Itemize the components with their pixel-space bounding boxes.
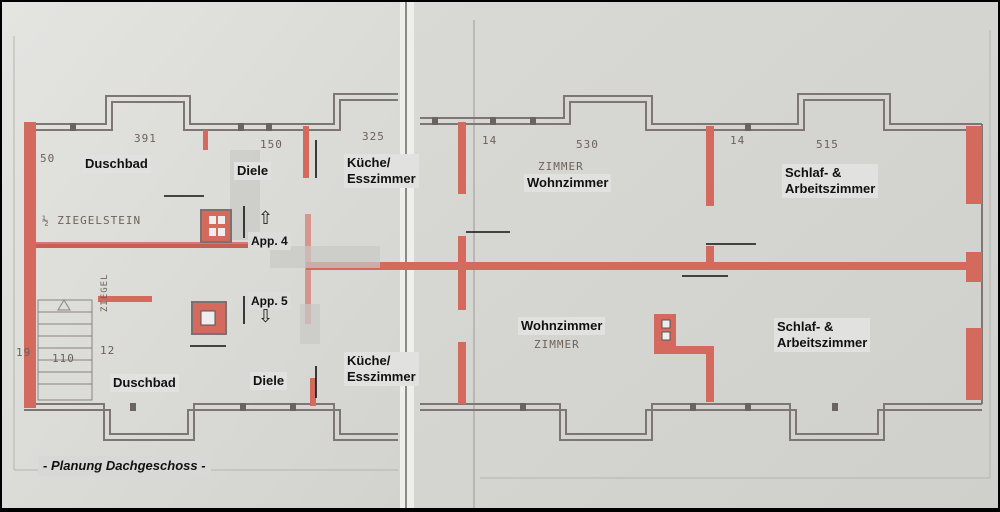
room-label-diele-top: Diele (234, 162, 272, 180)
room-label-wohnzimmer-top: Wohnzimmer (524, 174, 612, 192)
room-label-wohnzimmer-bottom: Wohnzimmer (518, 317, 606, 335)
dim-515: 515 (816, 138, 839, 151)
dim-14a: 14 (482, 134, 498, 147)
room-label-kueche-top: Küche/ Esszimmer (344, 154, 419, 188)
room-label-kueche-bottom: Küche/ Esszimmer (344, 352, 419, 386)
ziegelstein-note: ½ ZIEGELSTEIN (42, 214, 142, 227)
chimneys-left (191, 209, 671, 341)
room-label-schlaf-top: Schlaf- & Arbeitszimmer (782, 164, 879, 198)
room-label-duschbad-bottom: Duschbad (110, 374, 179, 392)
dim-50: 50 (40, 152, 56, 165)
dim-391: 391 (134, 132, 157, 145)
dim-150: 150 (260, 138, 283, 151)
dim-14b: 14 (730, 134, 746, 147)
staircase (37, 299, 93, 401)
plan-title: - Planung Dachgeschoss - (38, 456, 211, 476)
dim-19: 19 (16, 346, 32, 359)
zimmer-note-top: ZIMMER (538, 160, 584, 173)
arrow-down-icon: ⇩ (258, 306, 274, 327)
door-lines (164, 140, 756, 398)
ziegel-side-note: ZIEGEL (100, 273, 110, 312)
room-label-duschbad-top: Duschbad (82, 155, 151, 173)
dim-325: 325 (362, 130, 385, 143)
dim-12: 12 (100, 344, 116, 357)
apartment-label-app4: App. 4 (248, 232, 291, 250)
arrow-up-icon: ⇧ (258, 208, 274, 229)
room-label-schlaf-bottom: Schlaf- & Arbeitszimmer (774, 318, 871, 352)
zimmer-note-bottom: ZIMMER (534, 338, 580, 351)
room-label-diele-bottom: Diele (250, 372, 288, 390)
apartment-label-app5: App. 5 (248, 292, 291, 310)
dim-110: 110 (52, 352, 75, 365)
dim-530: 530 (576, 138, 599, 151)
wall-piers (70, 117, 838, 411)
red-walls (24, 122, 982, 408)
